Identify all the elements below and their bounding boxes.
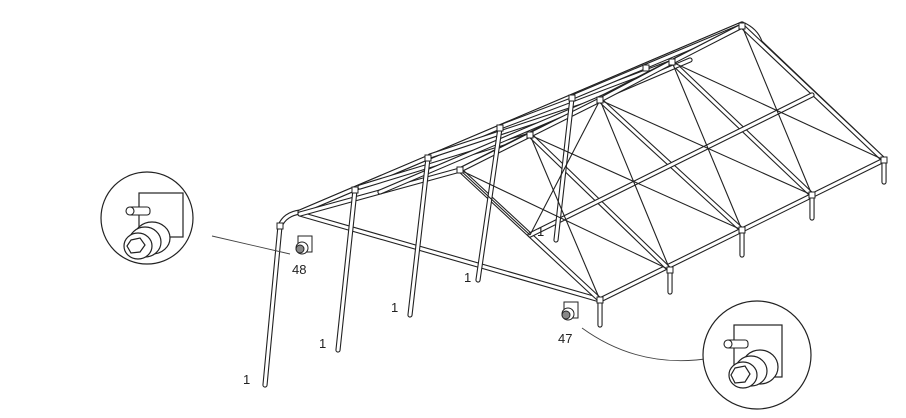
joint-6 [642, 64, 650, 72]
leg-2-inner [336, 188, 357, 352]
joint-1 [276, 222, 284, 230]
joint-15 [808, 191, 816, 199]
joint-5 [568, 94, 576, 102]
part-label-47: 47 [558, 331, 572, 346]
joint-3 [424, 154, 432, 162]
purlin-back-mid-inner [528, 93, 814, 237]
leg-label-1c: 1 [391, 300, 398, 315]
connector-47-icon [561, 301, 579, 321]
brace-cable-7 [671, 61, 885, 161]
brace-cable-3 [529, 134, 743, 231]
leg-label-1b: 1 [319, 336, 326, 351]
brace-cable-2 [529, 134, 601, 301]
joint-10 [668, 58, 676, 66]
brace-cable-5 [599, 99, 813, 196]
joint-16 [880, 156, 888, 164]
leg-label-1a: 1 [243, 372, 250, 387]
joint-9 [596, 96, 604, 104]
rafter-3-inner [428, 98, 744, 232]
joint-11 [738, 22, 746, 30]
joint-12 [596, 296, 604, 304]
leg-1-inner [263, 224, 282, 387]
leg-3-inner [408, 156, 430, 317]
rafter-2 [357, 132, 673, 273]
cross-bracing [459, 25, 885, 301]
joint-2 [351, 186, 359, 194]
leg-4-inner [476, 126, 502, 282]
brace-cable-10 [529, 99, 601, 236]
detail-magnifier-48 [100, 171, 291, 265]
joint-13 [666, 266, 674, 274]
rafter-3 [427, 97, 745, 233]
joint-7 [456, 166, 464, 174]
brace-cable-1 [459, 169, 671, 271]
brace-cable-9 [459, 169, 531, 236]
rafter-2-inner [358, 133, 672, 272]
rafter-5-inner [573, 24, 886, 162]
brace-cable-8 [741, 25, 813, 196]
rafter-5 [572, 23, 887, 163]
leg-label-1e: 1 [537, 224, 544, 239]
part-label-48: 48 [292, 262, 306, 277]
joint-14 [738, 226, 746, 234]
leg-label-1d: 1 [464, 270, 471, 285]
joint-8 [526, 131, 534, 139]
joint-4 [496, 124, 504, 132]
connector-48-icon [295, 235, 313, 255]
frame-joints [276, 22, 888, 304]
brace-cable-4 [599, 99, 671, 271]
detail-magnifier-47 [581, 300, 812, 410]
brace-cable-6 [671, 61, 743, 231]
